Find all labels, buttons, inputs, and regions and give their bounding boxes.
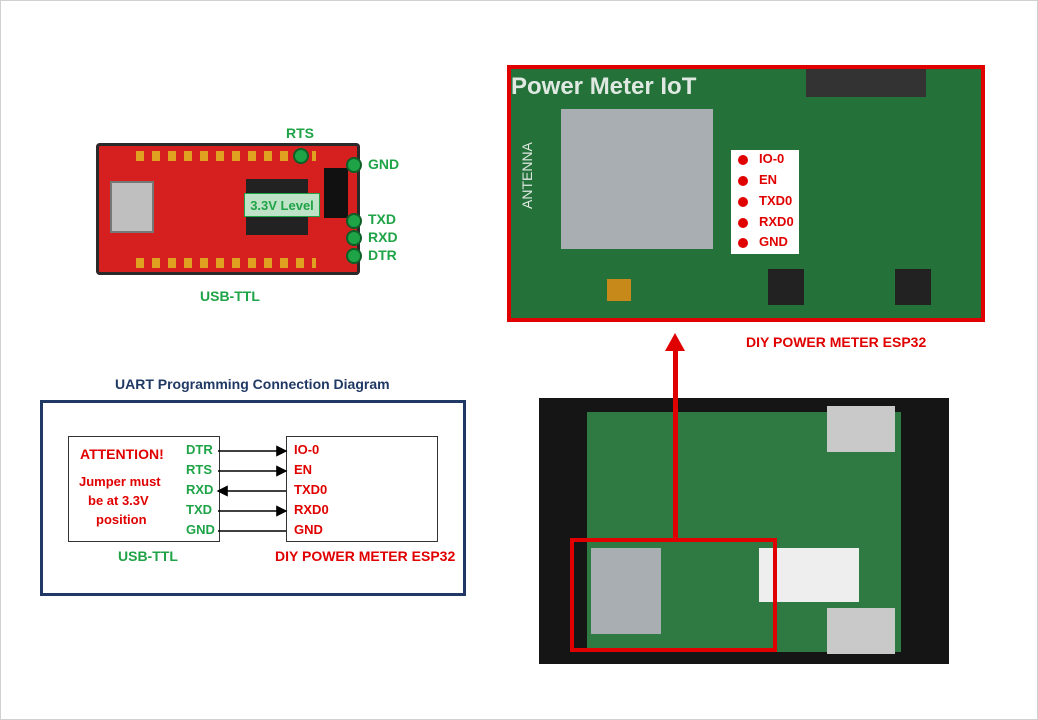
- signal-left: RTS: [186, 462, 212, 477]
- right-caption: DIY POWER METER ESP32: [275, 548, 456, 564]
- level-label: 3.3V Level: [244, 193, 320, 217]
- signal-right: TXD0: [294, 482, 328, 497]
- pin-dot: [738, 176, 748, 186]
- signal-right: GND: [294, 522, 323, 537]
- signal-right: EN: [294, 462, 313, 477]
- rxd-label: RXD: [368, 229, 398, 245]
- arrow-up-icon: [665, 333, 685, 351]
- photo-pin-label: TXD0: [759, 193, 793, 208]
- signal-left: RXD: [186, 482, 214, 497]
- pin-dot: [738, 155, 748, 165]
- button-1: [768, 269, 804, 305]
- esp32-module-small: [591, 548, 661, 634]
- gnd-label: GND: [368, 156, 400, 172]
- header-pins: [136, 151, 316, 161]
- relay: [806, 69, 926, 97]
- capacitor: [607, 279, 631, 301]
- usb-ttl-box: [68, 436, 220, 542]
- rts-pin: [293, 148, 309, 164]
- esp32-module: [561, 109, 713, 249]
- button-2: [895, 269, 931, 305]
- txd-label: TXD: [368, 211, 396, 227]
- photo-pin-label: RXD0: [759, 214, 794, 229]
- signal-left: DTR: [186, 442, 213, 457]
- terminal-block-1: [827, 406, 895, 452]
- gnd-pin: [346, 157, 362, 173]
- usb-ttl-caption: USB-TTL: [200, 288, 260, 304]
- dtr-pin: [346, 248, 362, 264]
- board-text: Power Meter IoT: [511, 73, 697, 100]
- signal-left: GND: [186, 522, 215, 537]
- photo-pin-label: GND: [759, 234, 788, 249]
- pin-dot: [738, 197, 748, 207]
- jumper-header: [324, 168, 348, 218]
- note-line-1: Jumper must: [79, 474, 161, 489]
- arrow-shaft: [673, 348, 678, 541]
- signal-left: TXD: [186, 502, 212, 517]
- rxd-pin: [346, 230, 362, 246]
- note-line-3: position: [96, 512, 147, 527]
- pin-dot: [738, 238, 748, 248]
- antenna-text: ANTENNA: [519, 142, 535, 209]
- esp32-closeup-image: Power Meter IoT ANTENNA: [507, 65, 985, 322]
- terminal-block-2: [827, 608, 895, 654]
- esp32-box: [286, 436, 438, 542]
- photo-title: DIY POWER METER ESP32: [746, 334, 927, 350]
- diagram-title: UART Programming Connection Diagram: [115, 376, 390, 392]
- note-line-2: be at 3.3V: [88, 493, 149, 508]
- photo-pin-label: IO-0: [759, 151, 785, 166]
- left-caption: USB-TTL: [118, 548, 178, 564]
- rts-label: RTS: [286, 125, 314, 141]
- highlight-box: [570, 538, 777, 652]
- header-pins-bottom: [136, 258, 316, 268]
- photo-pin-label: EN: [759, 172, 778, 187]
- attention-label: ATTENTION!: [80, 446, 164, 462]
- usb-connector: [110, 181, 154, 233]
- signal-right: RXD0: [294, 502, 329, 517]
- pin-dot: [738, 218, 748, 228]
- signal-right: IO-0: [294, 442, 320, 457]
- txd-pin: [346, 213, 362, 229]
- diagram-box: [40, 400, 466, 596]
- dtr-label: DTR: [368, 247, 397, 263]
